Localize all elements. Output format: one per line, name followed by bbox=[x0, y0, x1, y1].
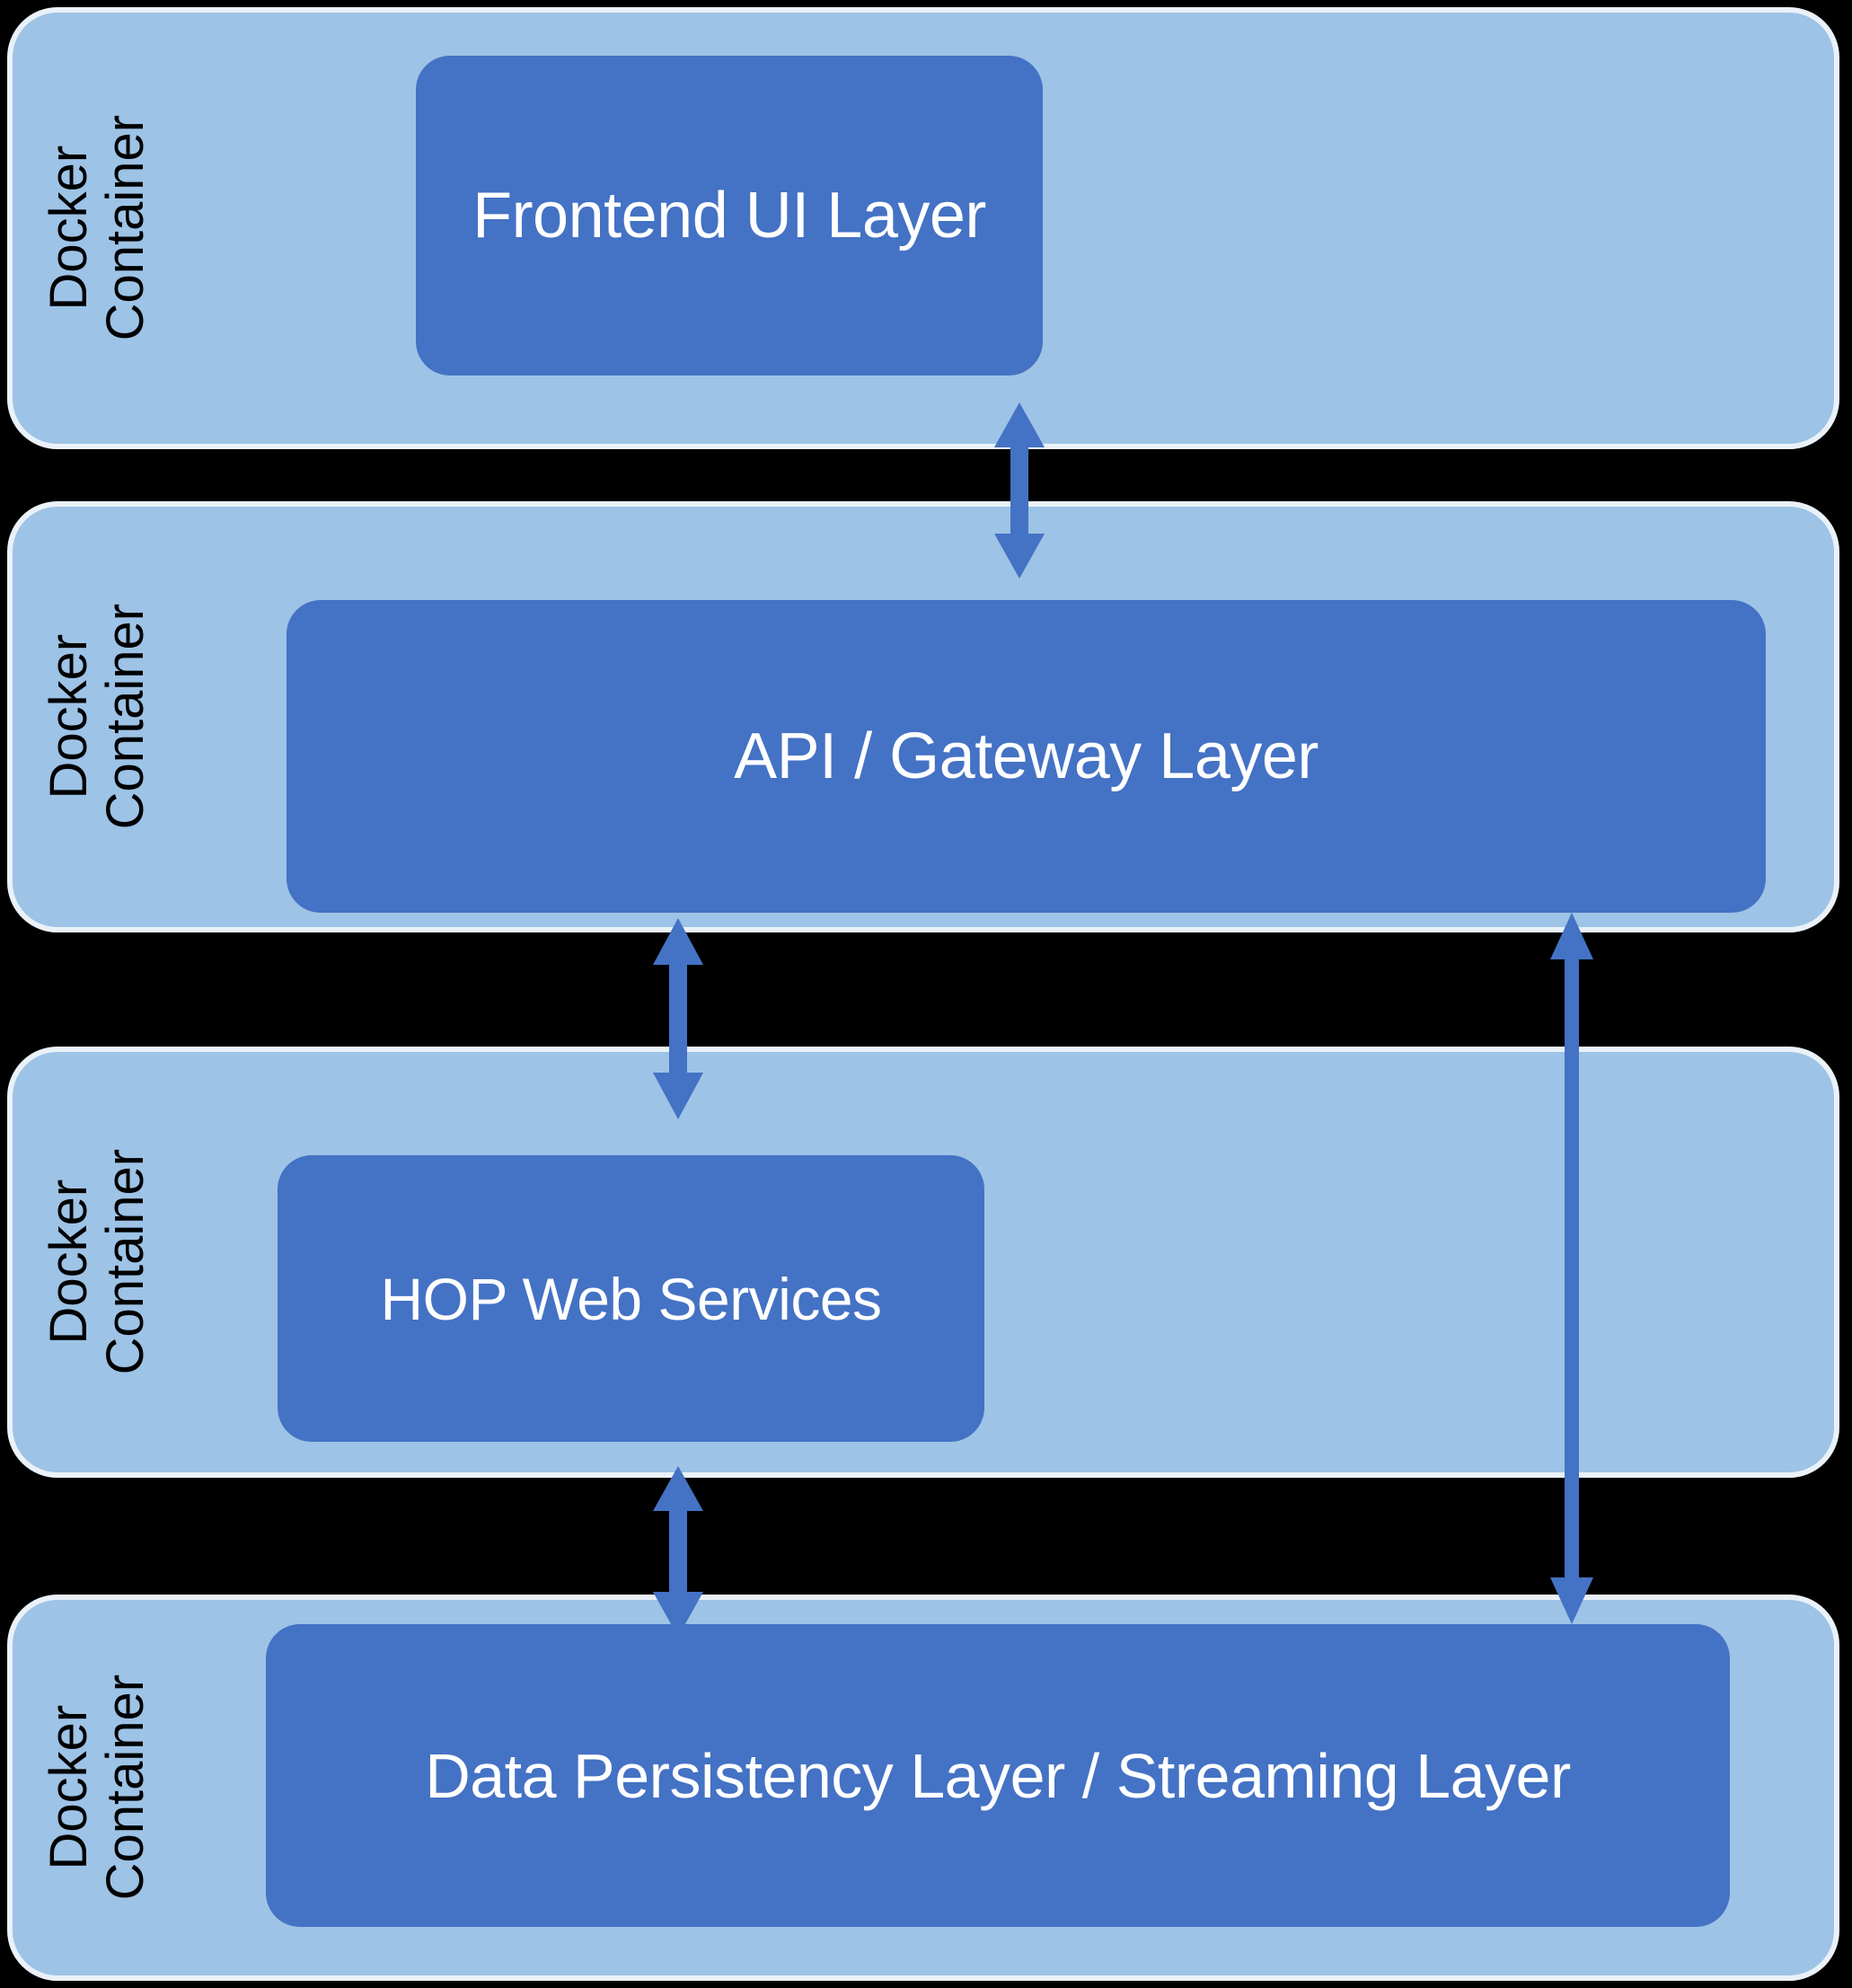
docker-container-frontend: Docker Container Frontend UI Layer bbox=[7, 7, 1839, 449]
docker-label-line2: Container bbox=[96, 1149, 155, 1375]
docker-container-label-hop-web-services: Docker Container bbox=[13, 1052, 183, 1472]
docker-label-line1: Docker bbox=[40, 1705, 99, 1870]
arrow-api-to-hop bbox=[644, 918, 712, 1119]
docker-container-label-api-gateway: Docker Container bbox=[13, 507, 183, 927]
arrow-frontend-to-api bbox=[985, 402, 1054, 579]
docker-label-line1: Docker bbox=[40, 634, 99, 800]
docker-container-label-frontend: Docker Container bbox=[13, 13, 183, 444]
docker-container-hop-web-services: Docker Container HOP Web Services bbox=[7, 1047, 1839, 1478]
arrow-hop-to-data bbox=[644, 1466, 712, 1637]
docker-container-label-data-persistency: Docker Container bbox=[13, 1600, 183, 1975]
layer-box-hop-web-services[interactable]: HOP Web Services bbox=[278, 1155, 984, 1442]
layer-box-frontend-ui[interactable]: Frontend UI Layer bbox=[416, 56, 1043, 376]
docker-label-line2: Container bbox=[96, 604, 155, 830]
docker-label-line2: Container bbox=[96, 1674, 155, 1901]
arrow-api-to-data bbox=[1541, 913, 1602, 1624]
docker-label-line1: Docker bbox=[40, 1180, 99, 1345]
layer-box-data-persistency-streaming[interactable]: Data Persistency Layer / Streaming Layer bbox=[266, 1624, 1730, 1927]
docker-label-line1: Docker bbox=[40, 146, 99, 311]
docker-label-line2: Container bbox=[96, 115, 155, 341]
docker-container-data-persistency: Docker Container Data Persistency Layer … bbox=[7, 1595, 1839, 1981]
docker-container-api-gateway: Docker Container API / Gateway Layer bbox=[7, 501, 1839, 932]
layer-box-api-gateway[interactable]: API / Gateway Layer bbox=[287, 600, 1766, 913]
